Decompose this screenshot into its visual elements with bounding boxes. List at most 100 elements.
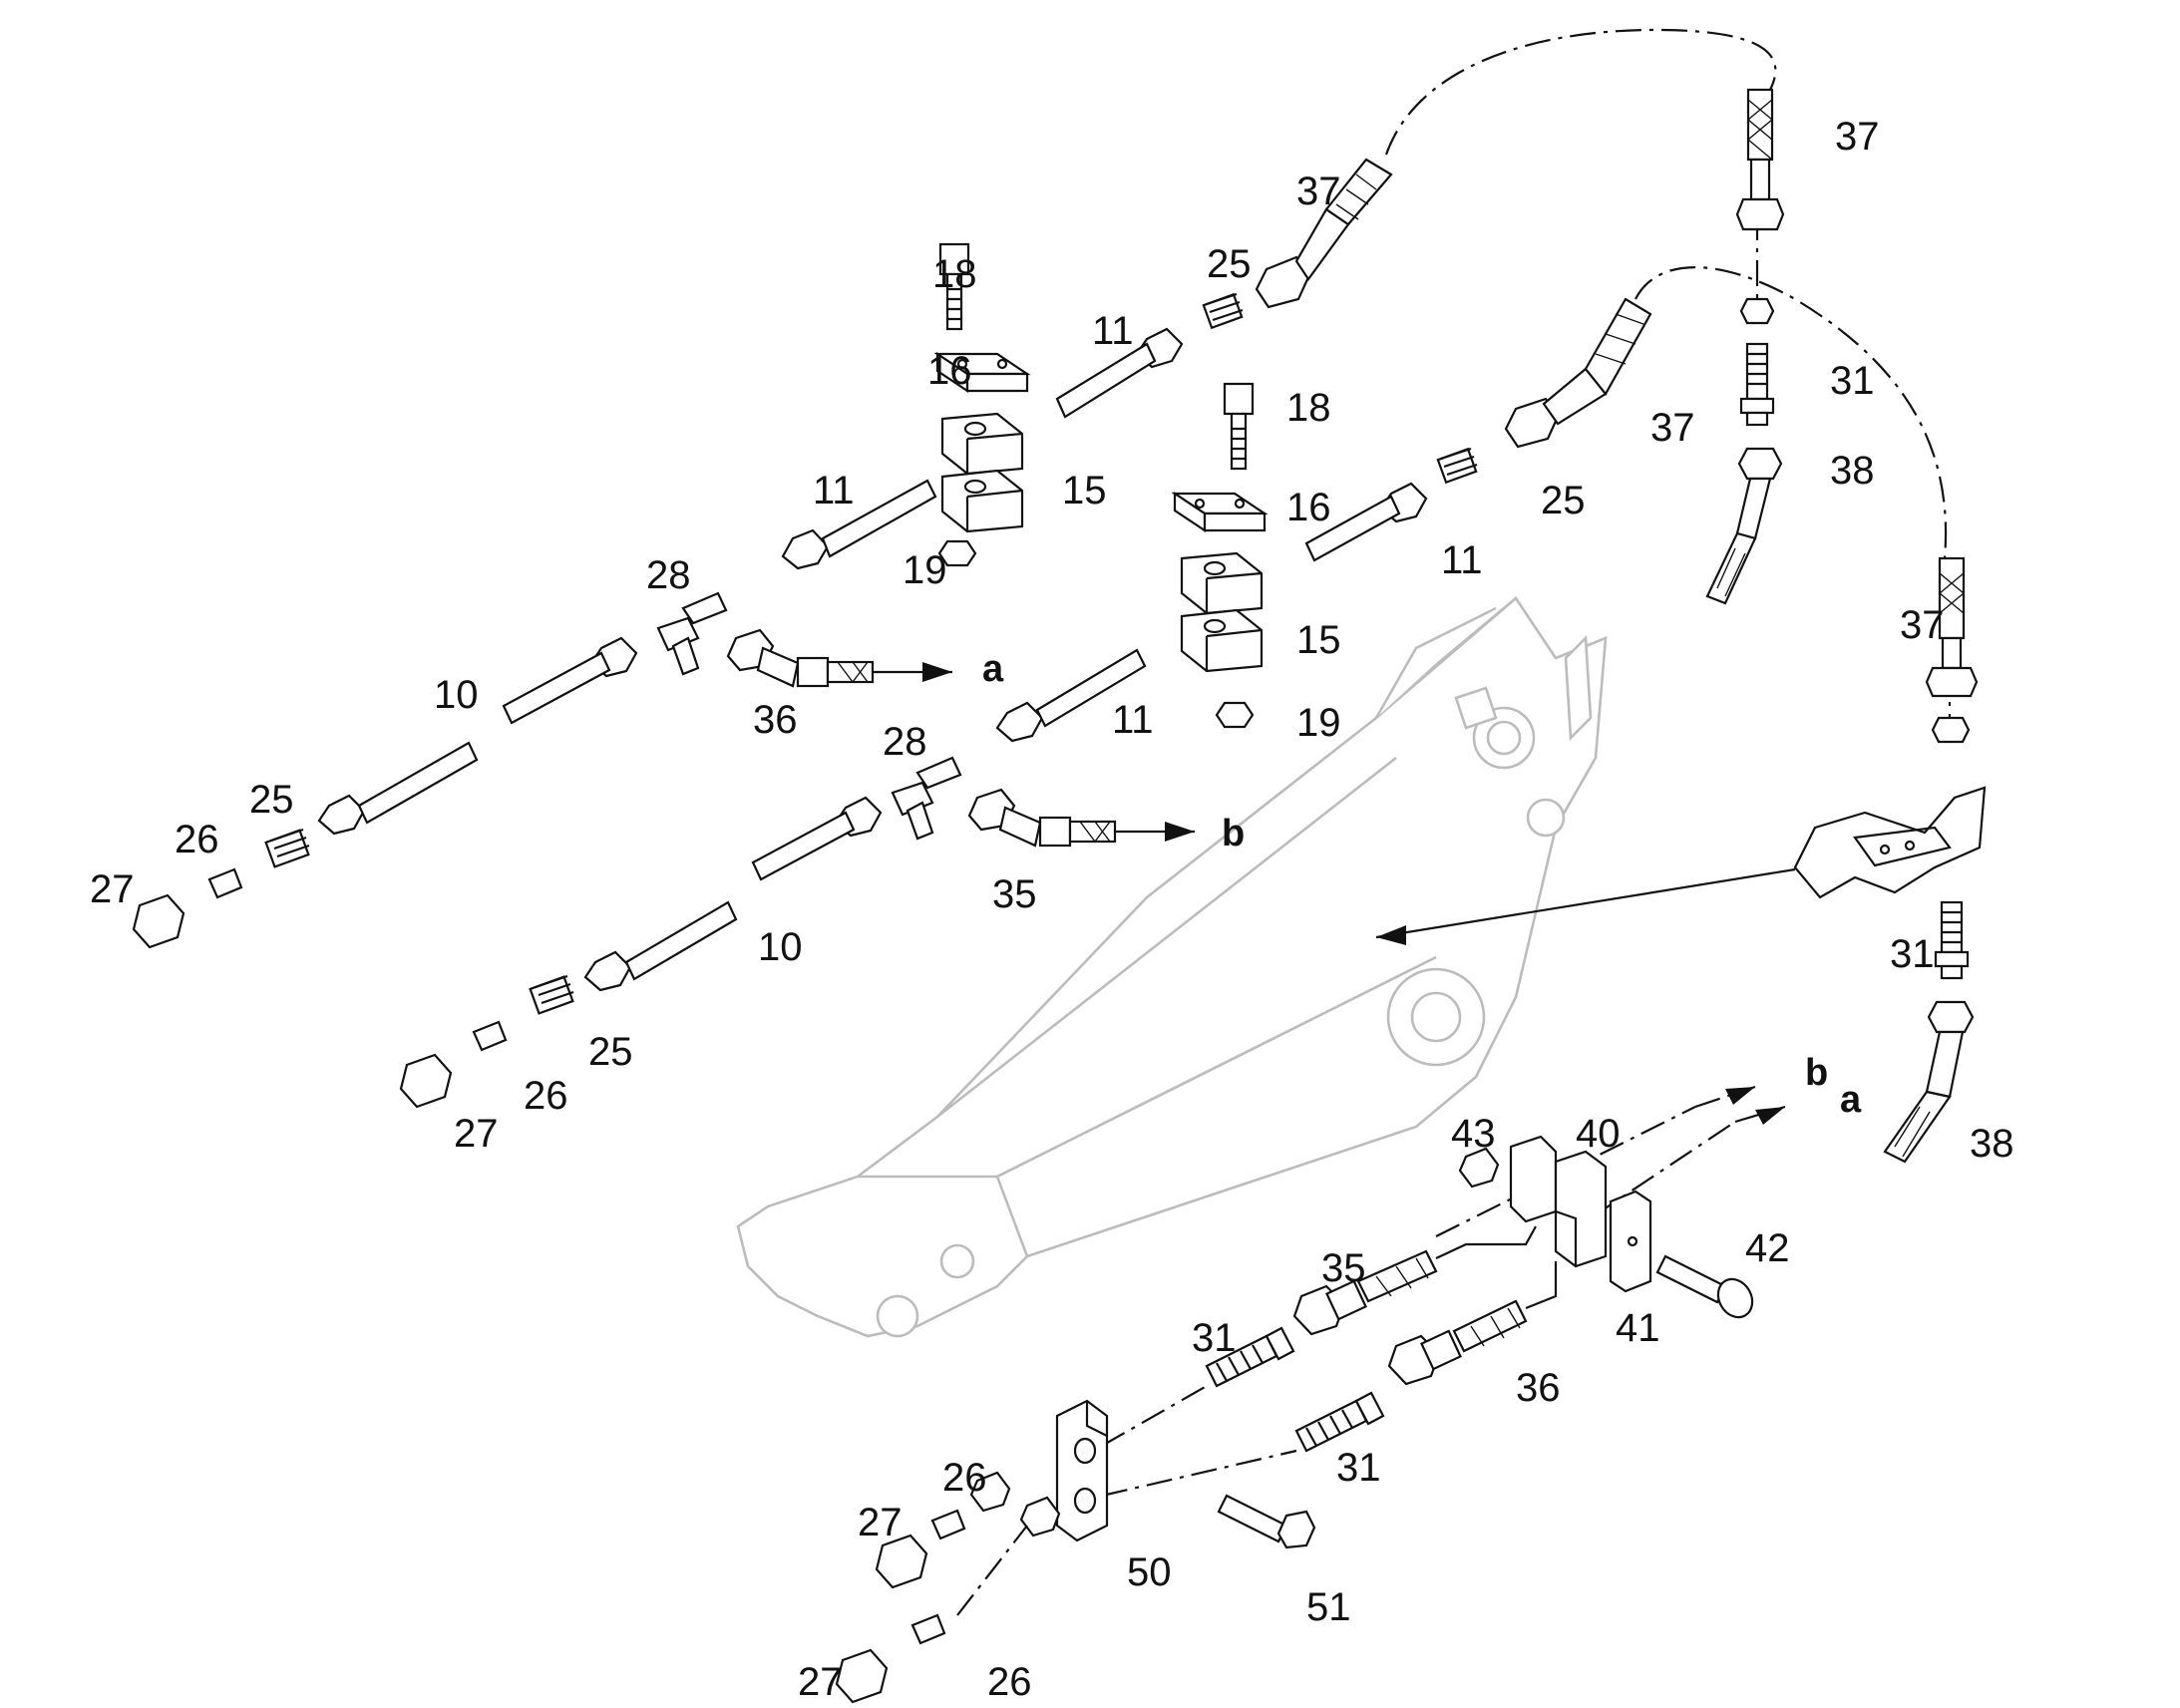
part-label-16: 16 bbox=[927, 349, 972, 393]
part-label-15: 15 bbox=[1296, 618, 1341, 662]
hose-37-middle bbox=[1504, 297, 1652, 449]
bolt-51 bbox=[1217, 1494, 1316, 1549]
hose-38-upper-right bbox=[1705, 447, 1783, 605]
bolt-18-left bbox=[938, 242, 970, 331]
part-label-40: 40 bbox=[1576, 1112, 1621, 1156]
plug-26-bottom bbox=[910, 1613, 946, 1645]
part-label-27: 27 bbox=[90, 867, 135, 911]
hose-35-lower bbox=[1292, 1225, 1537, 1336]
nut-27-left bbox=[132, 893, 185, 949]
part-label-15: 15 bbox=[1062, 469, 1107, 512]
part-label-11: 11 bbox=[1441, 538, 1483, 582]
part-label-38: 38 bbox=[1970, 1122, 2014, 1166]
bolt-42 bbox=[1655, 1254, 1754, 1319]
tee-28-lower bbox=[891, 756, 962, 841]
part-label-36: 36 bbox=[1516, 1366, 1561, 1410]
fitting-25-upper bbox=[1202, 292, 1244, 330]
part-label-26: 26 bbox=[524, 1074, 568, 1118]
tube-10-lower bbox=[583, 796, 883, 992]
part-label-a: a bbox=[1840, 1079, 1862, 1121]
tee-28-upper bbox=[656, 591, 728, 676]
tube-11-mid bbox=[1304, 482, 1428, 562]
part-label-25: 25 bbox=[1207, 242, 1252, 286]
nut-27-bracket bbox=[875, 1534, 928, 1589]
part-label-27: 27 bbox=[798, 1660, 843, 1704]
plate-41 bbox=[1609, 1190, 1652, 1293]
part-label-51: 51 bbox=[1306, 1585, 1351, 1629]
plug-26-left bbox=[207, 867, 243, 899]
hose-37-right bbox=[1925, 556, 1979, 698]
bracket-50 bbox=[1055, 1399, 1109, 1542]
clamp-15-right bbox=[1180, 551, 1264, 673]
nut-upper-right bbox=[1739, 297, 1775, 325]
nut-43 bbox=[1458, 1147, 1500, 1189]
tube-11-upper-left bbox=[781, 479, 937, 570]
hose-36-lower bbox=[1387, 1261, 1558, 1386]
part-label-25: 25 bbox=[249, 778, 294, 822]
fitting-31-lower bbox=[1294, 1391, 1385, 1453]
nut-26-bracket-lower bbox=[1019, 1496, 1061, 1537]
part-label-27: 27 bbox=[858, 1501, 903, 1544]
part-label-26: 26 bbox=[987, 1660, 1032, 1704]
detail-callout bbox=[1375, 786, 1987, 945]
hose-route-upper bbox=[1384, 28, 1777, 156]
part-label-31: 31 bbox=[1336, 1446, 1381, 1490]
part-label-28: 28 bbox=[883, 720, 927, 764]
fitting-31-upper-right bbox=[1739, 342, 1775, 427]
part-label-11: 11 bbox=[1112, 698, 1154, 742]
loader-arm-body bbox=[736, 596, 1608, 1338]
tube-10-upper bbox=[317, 636, 638, 836]
bolt-18-right bbox=[1223, 382, 1255, 471]
fitting-25-middle bbox=[1436, 447, 1478, 485]
part-label-37: 37 bbox=[1900, 603, 1945, 647]
part-label-36: 36 bbox=[753, 698, 798, 742]
part-label-42: 42 bbox=[1745, 1226, 1790, 1270]
part-label-38: 38 bbox=[1830, 449, 1875, 493]
part-label-10: 10 bbox=[434, 673, 479, 717]
plug-26-lower-left bbox=[472, 1020, 508, 1052]
part-label-a: a bbox=[982, 648, 1004, 690]
tube-11-upper bbox=[1055, 327, 1184, 419]
fitting-31-lower-upper bbox=[1205, 1326, 1295, 1388]
part-label-19: 19 bbox=[1296, 701, 1341, 745]
nut-19-right bbox=[1215, 701, 1255, 729]
part-label-35: 35 bbox=[992, 872, 1037, 916]
part-label-41: 41 bbox=[1616, 1306, 1660, 1350]
hose-37-upper bbox=[1255, 158, 1393, 309]
clamp-15-left bbox=[940, 412, 1024, 533]
nut-26-bracket bbox=[969, 1471, 1011, 1513]
hose-route-lower bbox=[1635, 266, 1948, 559]
hose-37-upper-right bbox=[1735, 88, 1785, 231]
fitting-25-left bbox=[264, 828, 310, 868]
part-label-50: 50 bbox=[1127, 1550, 1172, 1594]
part-label-18: 18 bbox=[932, 252, 977, 296]
part-label-b: b bbox=[1222, 813, 1245, 854]
part-label-35: 35 bbox=[1321, 1246, 1366, 1290]
part-label-31: 31 bbox=[1192, 1316, 1237, 1360]
part-label-37: 37 bbox=[1650, 406, 1695, 450]
tube-11-lower bbox=[995, 648, 1147, 743]
plug-26-bracket bbox=[930, 1509, 966, 1540]
hose-35-upper bbox=[967, 788, 1195, 848]
part-label-31: 31 bbox=[1890, 932, 1935, 976]
part-label-37: 37 bbox=[1296, 170, 1341, 213]
hose-38-right bbox=[1883, 1000, 1975, 1164]
hose-36-upper bbox=[726, 628, 952, 688]
fitting-31-right bbox=[1934, 900, 1970, 980]
part-label-25: 25 bbox=[588, 1030, 633, 1074]
clamp-plate-16-left bbox=[933, 351, 1031, 394]
nut-right bbox=[1931, 716, 1971, 744]
part-label-11: 11 bbox=[813, 469, 855, 512]
nut-27-bottom bbox=[835, 1648, 889, 1704]
clamp-40 bbox=[1509, 1135, 1608, 1268]
nut-27-lower-left bbox=[399, 1053, 453, 1109]
part-label-43: 43 bbox=[1451, 1112, 1496, 1156]
part-label-10: 10 bbox=[758, 925, 803, 969]
part-label-16: 16 bbox=[1286, 486, 1331, 529]
part-label-26: 26 bbox=[175, 818, 219, 861]
part-label-18: 18 bbox=[1286, 386, 1331, 430]
part-label-b: b bbox=[1805, 1052, 1828, 1094]
part-label-28: 28 bbox=[646, 553, 691, 597]
